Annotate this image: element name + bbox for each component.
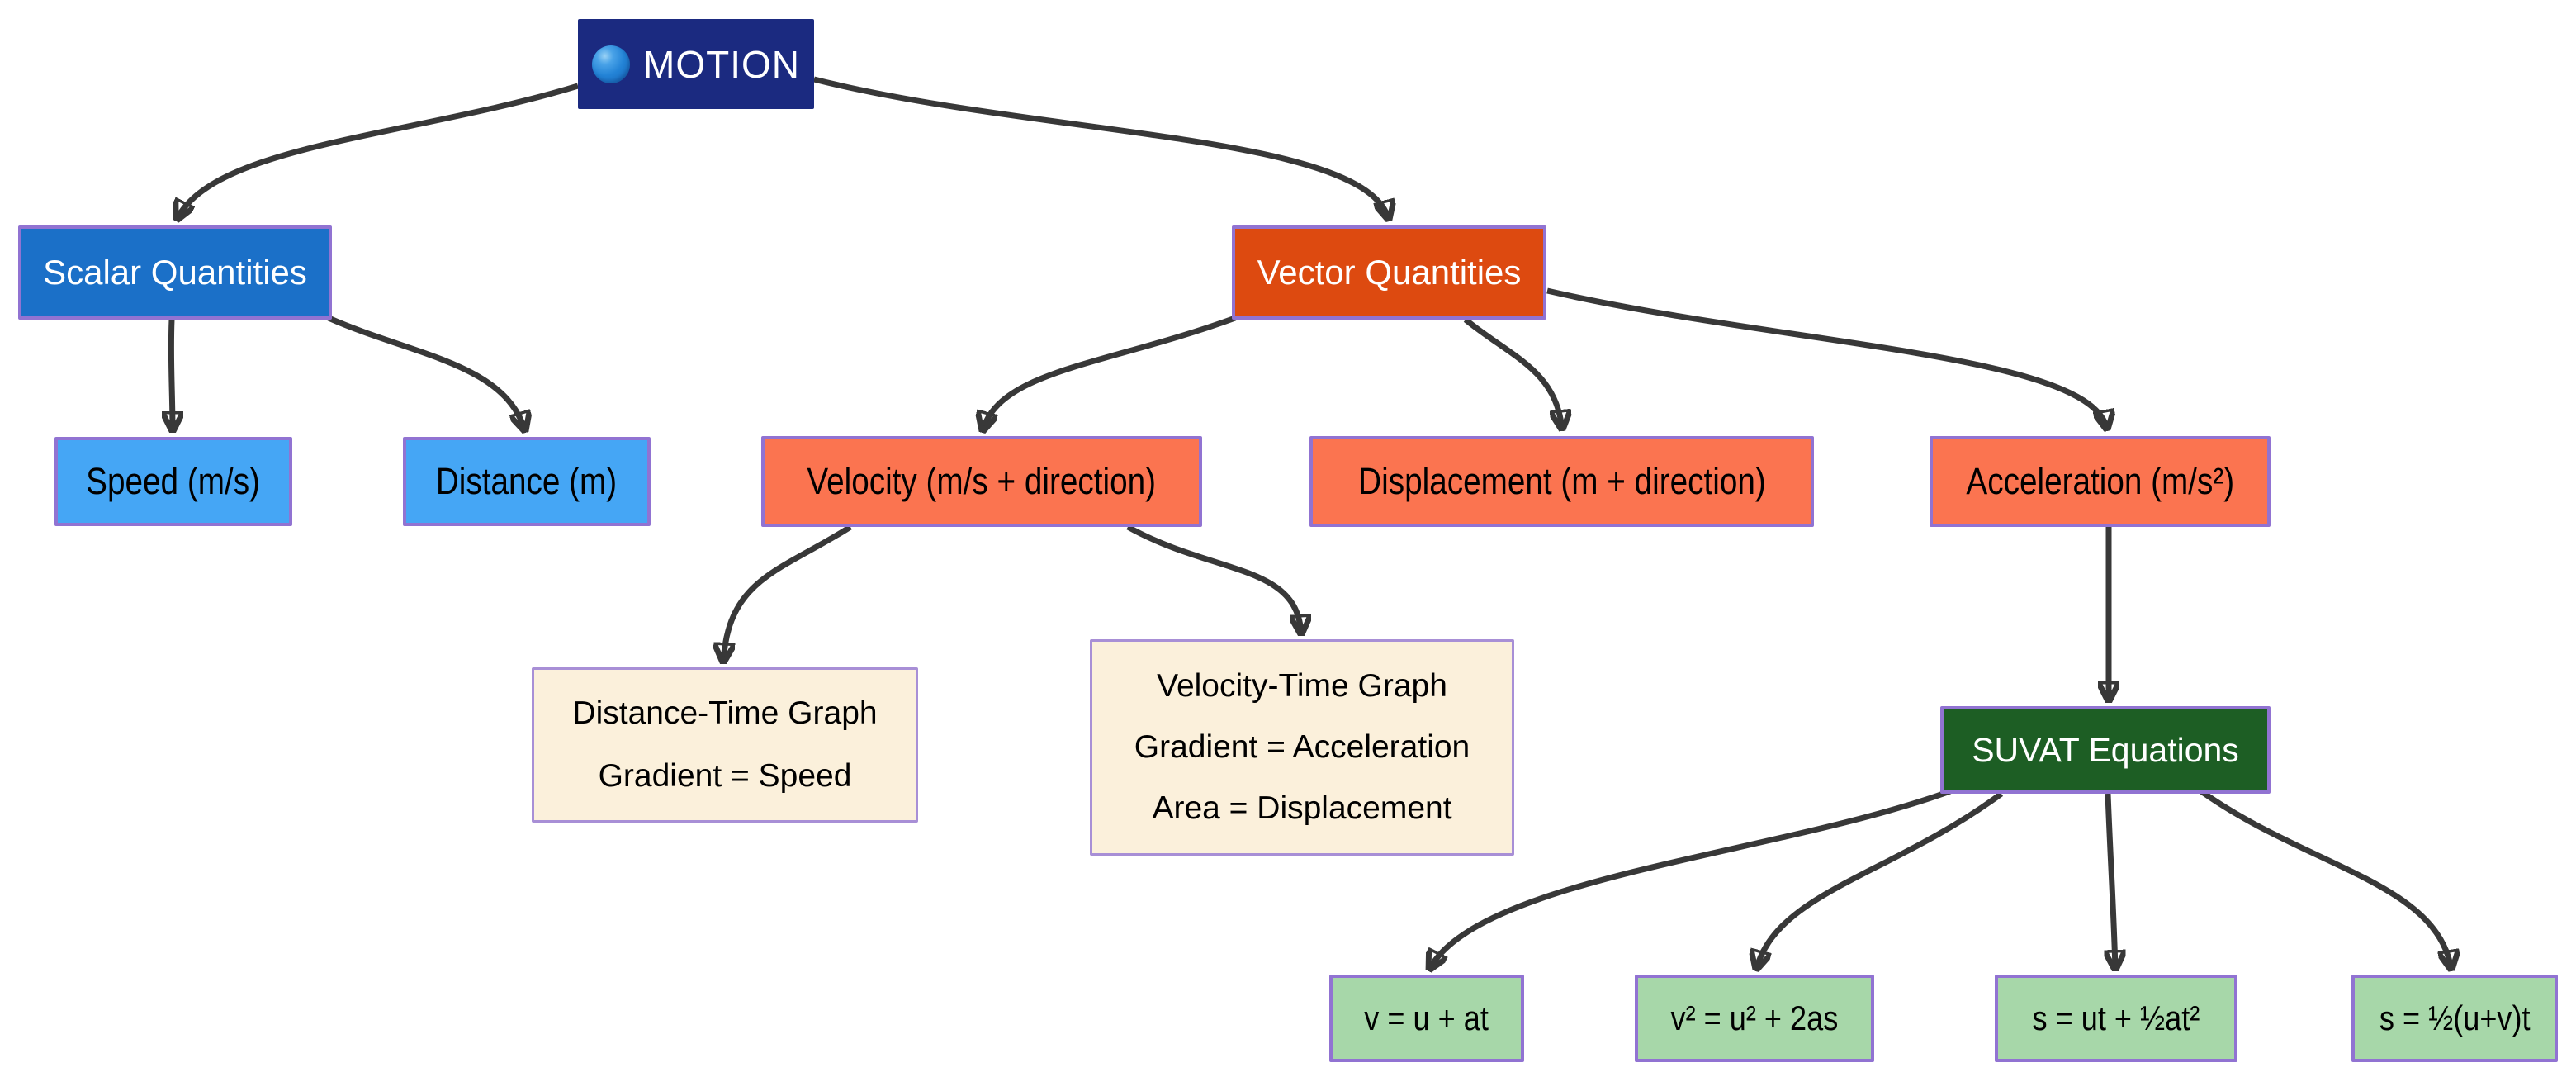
edge-velocity-dtgraph: [723, 524, 852, 662]
edge-motion-scalar: [177, 83, 580, 220]
vt-graph-line2: Gradient = Acceleration: [1134, 729, 1470, 765]
node-vector-label: Vector Quantities: [1257, 253, 1522, 292]
node-distance-label: Distance (m): [436, 460, 618, 502]
blue-circle-icon: [592, 45, 630, 83]
node-equation-v2-u2-2as: v² = u² + 2as: [1635, 975, 1874, 1062]
node-displacement-label: Displacement (m + direction): [1357, 460, 1766, 502]
edge-vector-acceleration: [1546, 287, 2107, 429]
node-motion: MOTION: [578, 19, 814, 109]
equation2-label: v² = u² + 2as: [1670, 999, 1839, 1037]
node-scalar-quantities: Scalar Quantities: [18, 225, 332, 320]
dt-graph-line2: Gradient = Speed: [598, 758, 852, 794]
node-displacement: Displacement (m + direction): [1309, 436, 1814, 527]
node-equation-s-ut-half-at2: s = ut + ½at²: [1995, 975, 2237, 1062]
node-scalar-label: Scalar Quantities: [43, 253, 307, 292]
node-speed: Speed (m/s): [54, 437, 292, 526]
node-acceleration: Acceleration (m/s²): [1930, 436, 2271, 527]
edge-suvat-eq2: [1756, 791, 2004, 970]
equation4-label: s = ½(u+v)t: [2379, 999, 2531, 1037]
node-velocity-label: Velocity (m/s + direction): [807, 460, 1157, 502]
node-vector-quantities: Vector Quantities: [1232, 225, 1546, 320]
node-suvat-label: SUVAT Equations: [1972, 730, 2239, 769]
edge-suvat-eq4: [2199, 789, 2451, 970]
node-motion-label: MOTION: [643, 42, 800, 86]
node-equation-v-u-at: v = u + at: [1329, 975, 1524, 1062]
node-suvat-equations: SUVAT Equations: [1940, 706, 2271, 794]
edge-suvat-eq3: [2108, 793, 2115, 970]
vt-graph-line1: Velocity-Time Graph: [1157, 668, 1447, 704]
edge-velocity-vtgraph: [1126, 524, 1301, 634]
node-velocity-time-graph: Velocity-Time Graph Gradient = Accelerat…: [1090, 639, 1514, 856]
vt-graph-line3: Area = Displacement: [1152, 790, 1452, 826]
equation1-label: v = u + at: [1364, 999, 1489, 1037]
node-equation-s-half-uv-t: s = ½(u+v)t: [2351, 975, 2558, 1062]
node-speed-label: Speed (m/s): [86, 460, 261, 502]
node-velocity: Velocity (m/s + direction): [761, 436, 1202, 527]
node-acceleration-label: Acceleration (m/s²): [1966, 460, 2234, 502]
edge-scalar-speed: [171, 319, 173, 431]
edge-vector-velocity: [983, 315, 1237, 431]
edge-scalar-distance: [327, 315, 525, 431]
edge-vector-displacement: [1463, 317, 1562, 429]
edge-motion-vector: [813, 76, 1389, 220]
equation3-label: s = ut + ½at²: [2032, 999, 2200, 1037]
dt-graph-line1: Distance-Time Graph: [572, 695, 878, 731]
node-distance-time-graph: Distance-Time Graph Gradient = Speed: [532, 667, 918, 823]
node-distance: Distance (m): [403, 437, 651, 526]
